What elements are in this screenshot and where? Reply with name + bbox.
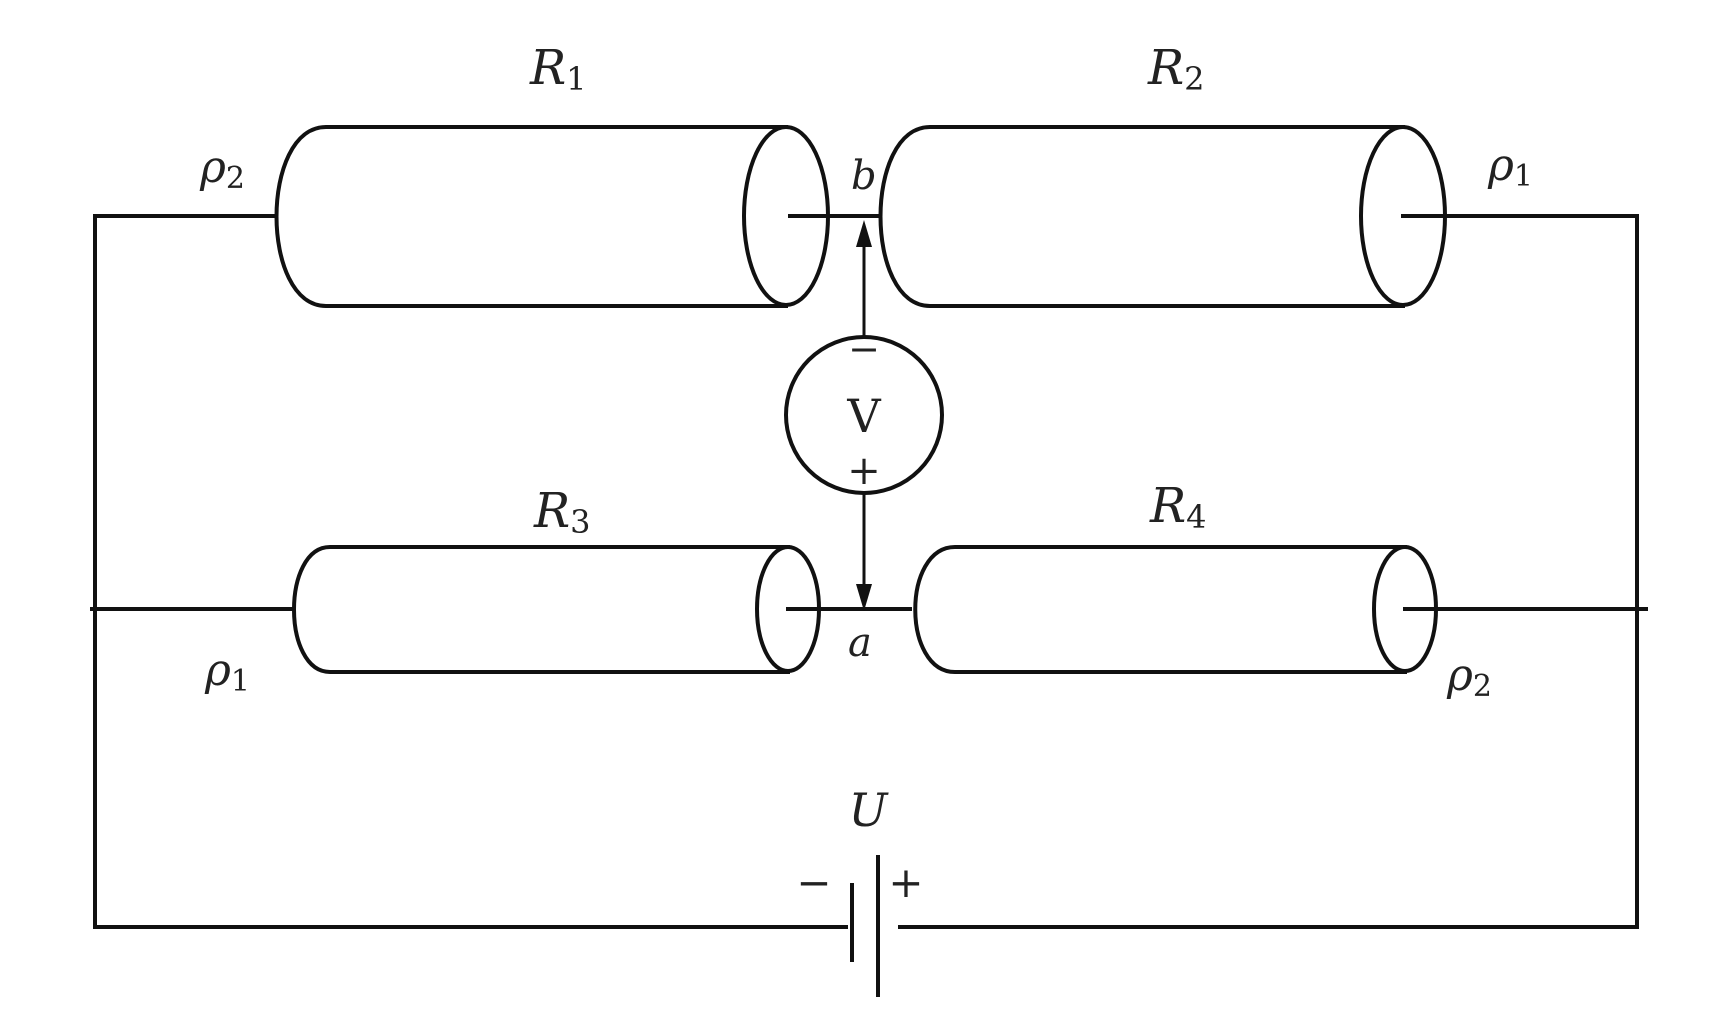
battery [850,855,880,997]
voltmeter [784,220,944,611]
resistor-r4 [913,545,1438,674]
r4-body [913,545,1407,674]
arrow-to-node-a [856,584,872,611]
resistor-r3 [292,545,821,674]
rho-label-r3-end: ρ1 [204,645,250,699]
rho-label-r1-end: ρ2 [199,142,245,196]
r1-label: R1 [529,40,587,98]
battery-plus-label: + [888,858,923,907]
r1-body [274,125,788,308]
r2-body [878,125,1405,308]
r3-body [292,545,790,674]
voltmeter-plus-label: + [847,448,881,494]
rho-label-r4-end: ρ2 [1446,650,1492,704]
battery-minus-label: − [796,858,831,907]
left-wire [93,214,848,929]
node-b-label: b [851,153,877,199]
voltmeter-label: V [846,389,881,443]
r2-label: R2 [1147,40,1205,98]
node-a-label: a [848,620,872,666]
right-wire [898,214,1639,929]
resistor-r2 [878,125,1447,308]
arrow-to-node-b [856,220,872,247]
r3-label: R3 [533,483,591,541]
resistor-r1 [274,125,830,308]
r4-label: R4 [1149,478,1207,536]
voltmeter-minus-label: − [848,327,880,371]
battery-voltage-label: U [849,783,890,837]
rho-label-r2-end: ρ1 [1487,140,1533,194]
